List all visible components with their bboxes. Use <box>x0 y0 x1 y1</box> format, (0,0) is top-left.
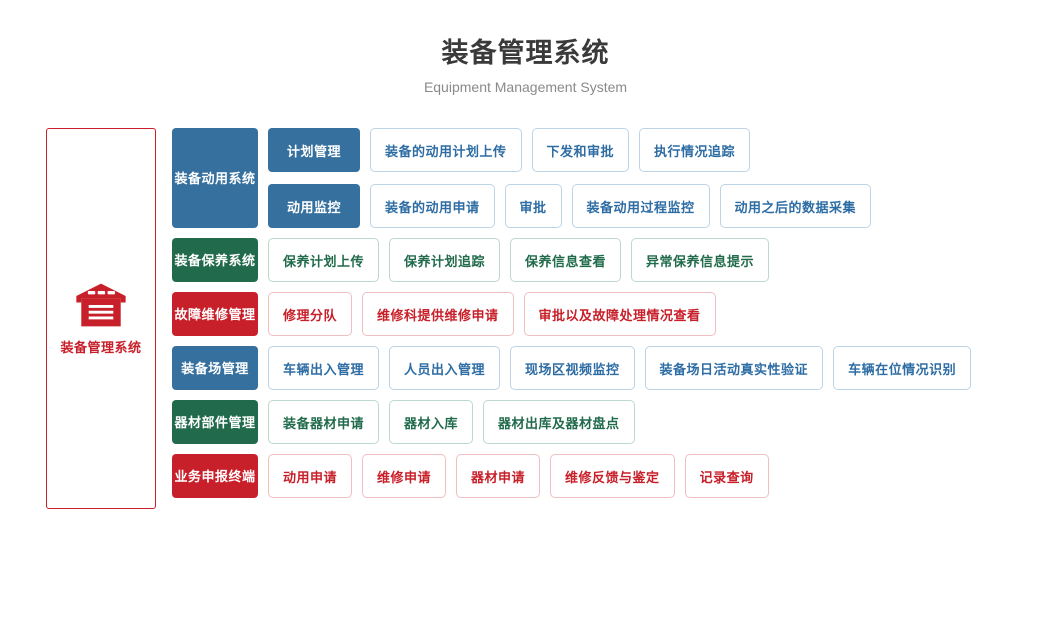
chip-maintenance-plan-tracking[interactable]: 保养计划追踪 <box>389 238 501 282</box>
chip-plan-upload[interactable]: 装备的动用计划上传 <box>370 128 522 172</box>
group-label-business-declaration-terminal[interactable]: 业务申报终端 <box>172 454 258 498</box>
chip-parts-request[interactable]: 器材申请 <box>456 454 541 498</box>
items-maintenance-system: 保养计划上传 保养计划追踪 保养信息查看 异常保养信息提示 <box>258 238 770 282</box>
module-row-equipment-deployment: 装备动用系统 计划管理 装备的动用计划上传 下发和审批 执行情况追踪 动用监控 … <box>172 128 971 228</box>
sub-label-deployment-monitoring[interactable]: 动用监控 <box>268 184 360 228</box>
group-label-equipment-deployment[interactable]: 装备动用系统 <box>172 128 258 228</box>
chip-maintenance-plan-upload[interactable]: 保养计划上传 <box>268 238 380 282</box>
subrow-plan-management: 计划管理 装备的动用计划上传 下发和审批 执行情况追踪 <box>268 128 871 172</box>
chip-parts-outbound-and-inventory[interactable]: 器材出库及器材盘点 <box>483 400 635 444</box>
items-parts-management: 装备器材申请 器材入库 器材出库及器材盘点 <box>258 400 635 444</box>
items-plan-management: 装备的动用计划上传 下发和审批 执行情况追踪 <box>360 128 751 172</box>
chip-vehicle-presence-recognition[interactable]: 车辆在位情况识别 <box>833 346 972 390</box>
chip-repair-unit[interactable]: 修理分队 <box>268 292 353 336</box>
chip-vehicle-access-management[interactable]: 车辆出入管理 <box>268 346 380 390</box>
chip-maintenance-info-view[interactable]: 保养信息查看 <box>510 238 622 282</box>
page-header: 装备管理系统 Equipment Management System <box>0 0 1051 98</box>
items-business-declaration-terminal: 动用申请 维修申请 器材申请 维修反馈与鉴定 记录查询 <box>258 454 769 498</box>
group-label-depot-management[interactable]: 装备场管理 <box>172 346 258 390</box>
sub-label-plan-management[interactable]: 计划管理 <box>268 128 360 172</box>
subrows-equipment-deployment: 计划管理 装备的动用计划上传 下发和审批 执行情况追踪 动用监控 装备的动用申请… <box>268 128 872 228</box>
chip-daily-activity-verification[interactable]: 装备场日活动真实性验证 <box>644 346 824 390</box>
chip-record-query[interactable]: 记录查询 <box>684 454 769 498</box>
chip-abnormal-maintenance-alert[interactable]: 异常保养信息提示 <box>631 238 770 282</box>
chip-repair-feedback-and-appraisal[interactable]: 维修反馈与鉴定 <box>550 454 675 498</box>
chip-execution-tracking[interactable]: 执行情况追踪 <box>639 128 751 172</box>
page-title: 装备管理系统 <box>441 38 610 68</box>
module-row-depot-management: 装备场管理 车辆出入管理 人员出入管理 现场区视频监控 装备场日活动真实性验证 … <box>172 346 972 390</box>
chip-personnel-access-management[interactable]: 人员出入管理 <box>389 346 501 390</box>
chip-issue-and-approve[interactable]: 下发和审批 <box>531 128 630 172</box>
chip-deployment-process-monitoring[interactable]: 装备动用过程监控 <box>571 184 710 228</box>
group-label-parts-management[interactable]: 器材部件管理 <box>172 400 258 444</box>
chip-deployment-application[interactable]: 装备的动用申请 <box>370 184 495 228</box>
chip-approval[interactable]: 审批 <box>504 184 562 228</box>
chip-post-deployment-data-collection[interactable]: 动用之后的数据采集 <box>719 184 872 228</box>
items-fault-repair-management: 修理分队 维修科提供维修申请 审批以及故障处理情况查看 <box>258 292 716 336</box>
chip-parts-inbound[interactable]: 器材入库 <box>389 400 474 444</box>
brand-panel: 装备管理系统 <box>46 128 156 509</box>
module-row-maintenance-system: 装备保养系统 保养计划上传 保养计划追踪 保养信息查看 异常保养信息提示 <box>172 238 971 282</box>
chip-repair-request[interactable]: 维修申请 <box>362 454 447 498</box>
group-label-maintenance-system[interactable]: 装备保养系统 <box>172 238 258 282</box>
chip-deployment-request[interactable]: 动用申请 <box>268 454 353 498</box>
brand-label: 装备管理系统 <box>60 339 142 355</box>
items-depot-management: 车辆出入管理 人员出入管理 现场区视频监控 装备场日活动真实性验证 车辆在位情况… <box>258 346 972 390</box>
chip-approval-and-fault-status-view[interactable]: 审批以及故障处理情况查看 <box>523 292 716 336</box>
chip-repair-dept-request[interactable]: 维修科提供维修申请 <box>362 292 514 336</box>
items-deployment-monitoring: 装备的动用申请 审批 装备动用过程监控 动用之后的数据采集 <box>360 184 872 228</box>
page-subtitle: Equipment Management System <box>423 79 628 95</box>
module-row-fault-repair-management: 故障维修管理 修理分队 维修科提供维修申请 审批以及故障处理情况查看 <box>172 292 971 336</box>
module-row-parts-management: 器材部件管理 装备器材申请 器材入库 器材出库及器材盘点 <box>172 400 971 444</box>
module-row-business-declaration-terminal: 业务申报终端 动用申请 维修申请 器材申请 维修反馈与鉴定 记录查询 <box>172 454 971 498</box>
chip-equipment-parts-request[interactable]: 装备器材申请 <box>268 400 380 444</box>
group-label-fault-repair-management[interactable]: 故障维修管理 <box>172 292 258 336</box>
module-rows: 装备动用系统 计划管理 装备的动用计划上传 下发和审批 执行情况追踪 动用监控 … <box>172 128 972 498</box>
subrow-deployment-monitoring: 动用监控 装备的动用申请 审批 装备动用过程监控 动用之后的数据采集 <box>268 184 872 228</box>
warehouse-icon <box>74 282 128 328</box>
chip-site-video-surveillance[interactable]: 现场区视频监控 <box>510 346 635 390</box>
